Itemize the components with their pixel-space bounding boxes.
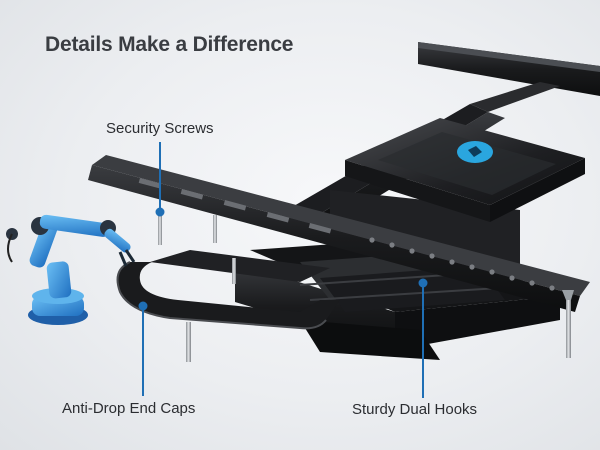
end-cap-frame (116, 250, 341, 330)
upper-rail (418, 42, 600, 96)
anti-drop-end-caps-label: Anti-Drop End Caps (62, 400, 196, 417)
robot-arm-illustration (6, 214, 136, 325)
hanging-screws (158, 215, 574, 362)
front-bracket-bar (88, 155, 590, 312)
anti-drop-marker (138, 301, 148, 311)
page-heading: Details Make a Difference (45, 33, 294, 56)
security-screws-label: Security Screws (106, 120, 214, 137)
security-screws-marker (155, 207, 165, 217)
callout-lines (138, 142, 428, 398)
pivot-plate (345, 118, 585, 222)
sturdy-dual-hooks-label: Sturdy Dual Hooks (352, 401, 478, 418)
dual-hooks-marker (418, 278, 428, 288)
